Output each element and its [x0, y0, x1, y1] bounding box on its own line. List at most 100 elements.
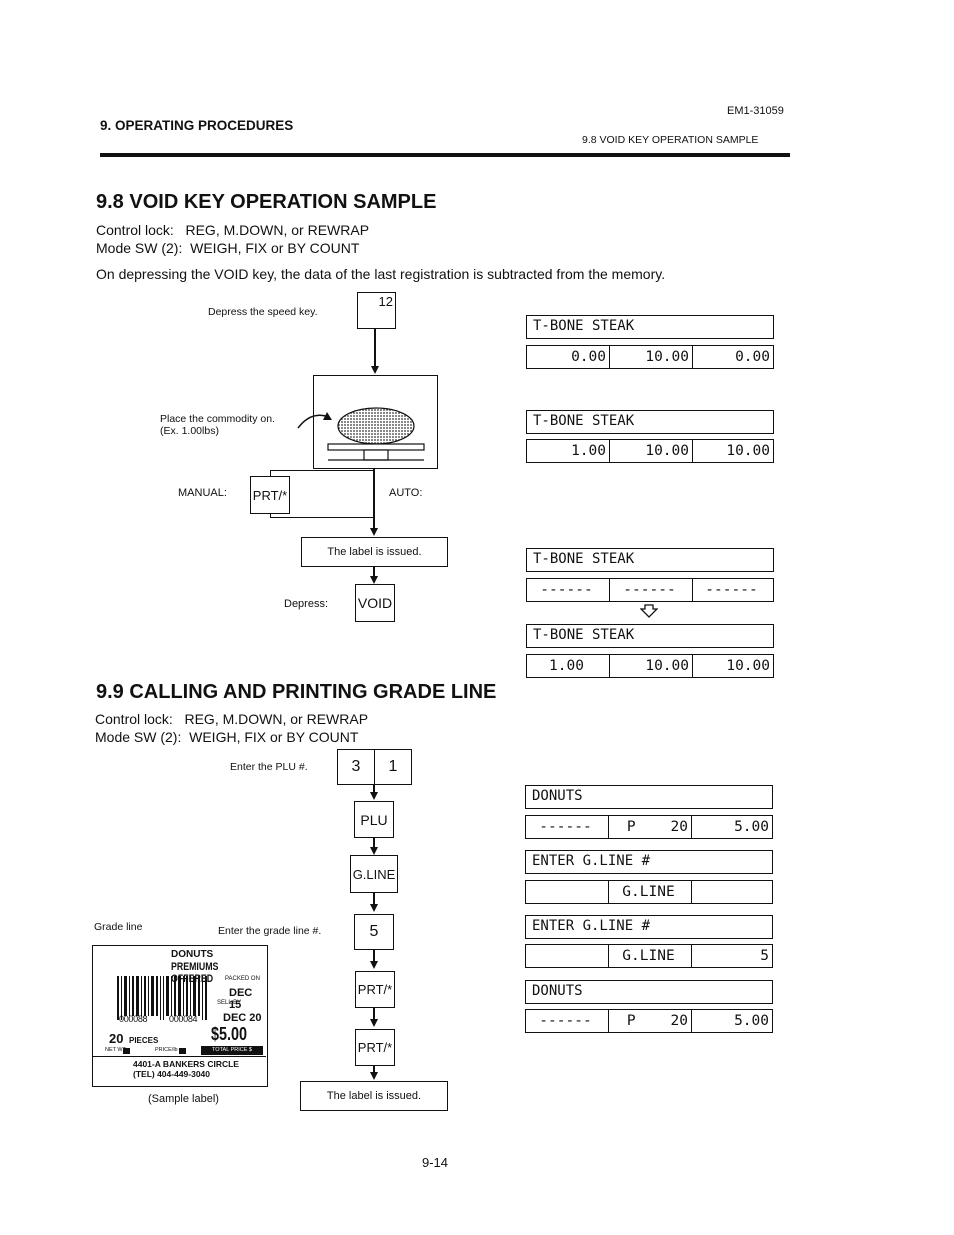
arrow-down-icon	[371, 366, 379, 374]
flow-line	[373, 893, 375, 905]
label-tel: (TEL) 404-449-3040	[133, 1069, 211, 1079]
label-total-price-bar: TOTAL PRICE $	[201, 1046, 263, 1055]
mode-sw-text: Mode SW (2): WEIGH, FIX or BY COUNT	[95, 729, 359, 745]
grade-key: 5	[354, 914, 394, 950]
label-divider	[93, 1056, 266, 1057]
display-name: DONUTS	[525, 785, 773, 809]
arrow-down-icon	[370, 847, 378, 855]
barcode-right-digits: 000084	[169, 1014, 198, 1024]
label-price: $5.00	[211, 1024, 248, 1044]
display-total: 10.00	[726, 443, 770, 459]
page-number: 9-14	[422, 1155, 449, 1170]
display-total: 10.00	[726, 658, 770, 674]
arrow-down-icon	[370, 961, 378, 969]
sample-label: DONUTS PREMIUMS OFFERED 000088 000084 PA…	[92, 945, 268, 1087]
display-values: ------ P 20 5.00	[525, 1009, 773, 1033]
prt-key: PRT/*	[355, 971, 395, 1008]
sample-label-caption: (Sample label)	[148, 1093, 219, 1105]
display-unit-price: 10.00	[610, 346, 693, 368]
arrow-down-icon	[370, 1072, 378, 1080]
label-count: 20	[109, 1031, 124, 1046]
plu-key: PLU	[354, 801, 394, 838]
display-weight	[526, 945, 609, 967]
section-9-9-title: 9.9 CALLING AND PRINTING GRADE LINE	[96, 681, 497, 703]
arrow-down-icon	[370, 904, 378, 912]
chapter-heading: 9. OPERATING PROCEDURES	[100, 118, 294, 133]
label-issued-box: The label is issued.	[300, 1081, 448, 1111]
flow-line	[373, 950, 375, 962]
display-total: 0.00	[735, 349, 770, 365]
step-place-example: (Ex. 1.00lbs)	[160, 425, 219, 437]
prt-key: PRT/*	[250, 476, 290, 514]
barcode-left-digits: 000088	[119, 1014, 148, 1024]
arrow-down-icon	[370, 1019, 378, 1027]
auto-label: AUTO:	[389, 487, 423, 499]
step-enter-plu: Enter the PLU #.	[230, 761, 308, 773]
grade-line-caption: Grade line	[94, 921, 143, 933]
display-total: 5.00	[734, 819, 769, 835]
plu-digit-key: 3	[337, 749, 375, 785]
section-9-8-title: 9.8 VOID KEY OPERATION SAMPLE	[96, 191, 437, 213]
display-unit-price: P 20	[609, 816, 692, 838]
display-total: 5.00	[734, 1013, 769, 1029]
label-address: 4401-A BANKERS CIRCLE	[133, 1059, 239, 1069]
void-key: VOID	[355, 584, 395, 622]
control-lock-text: Control lock: REG, M.DOWN, or REWRAP	[95, 711, 369, 727]
label-sell-date: DEC 20	[223, 1012, 262, 1024]
barcode-icon	[117, 976, 207, 1020]
display-weight: ------	[526, 1010, 609, 1032]
label-net-wt: NET WT	[105, 1047, 126, 1053]
display-weight: ------	[527, 579, 610, 601]
label-issued-box: The label is issued.	[301, 537, 448, 567]
display-weight: 1.00	[527, 440, 610, 462]
step-speed-key: Depress the speed key.	[208, 306, 318, 318]
display-values: 1.00 10.00 10.00	[526, 654, 774, 678]
display-weight: ------	[526, 816, 609, 838]
flow-line	[374, 329, 376, 367]
void-description: On depressing the VOID key, the data of …	[96, 266, 666, 282]
label-packed-date: DEC 15	[229, 987, 253, 1011]
display-name: T-BONE STEAK	[526, 624, 774, 648]
display-name: T-BONE STEAK	[526, 410, 774, 434]
display-values: G.LINE	[525, 880, 773, 904]
step-enter-grade: Enter the grade line #.	[218, 925, 322, 937]
mode-sw-text: Mode SW (2): WEIGH, FIX or BY COUNT	[96, 240, 360, 256]
display-values: ------ P 20 5.00	[525, 815, 773, 839]
depress-label: Depress:	[284, 598, 329, 610]
scale-illustration	[313, 375, 438, 469]
display-values: G.LINE 5	[525, 944, 773, 968]
curved-arrow-icon	[297, 412, 332, 429]
label-price-lb: PRICE/lb	[155, 1047, 178, 1053]
display-weight	[526, 881, 609, 903]
display-name: ENTER G.LINE #	[525, 850, 773, 874]
display-weight: 0.00	[527, 346, 610, 368]
flow-line	[373, 567, 375, 577]
display-unit-price: G.LINE	[609, 881, 692, 903]
document-id: EM1-31059	[727, 105, 784, 117]
display-name: DONUTS	[525, 980, 773, 1004]
display-unit-price: G.LINE	[609, 945, 692, 967]
display-unit-price: 10.00	[610, 440, 693, 462]
label-product-name: DONUTS	[171, 949, 214, 960]
flow-line	[373, 469, 375, 529]
prt-key: PRT/*	[355, 1029, 395, 1066]
control-lock-text: Control lock: REG, M.DOWN, or REWRAP	[96, 222, 370, 238]
step-place-commodity: Place the commodity on.	[160, 413, 275, 425]
label-pieces: PIECES	[129, 1036, 159, 1045]
display-name: T-BONE STEAK	[526, 315, 774, 339]
display-total: 5	[760, 948, 769, 964]
display-values: ------ ------ ------	[526, 578, 774, 602]
display-unit-price: 10.00	[610, 655, 693, 677]
flow-line	[373, 1008, 375, 1020]
speed-key: 12	[357, 292, 396, 329]
down-arrow-outline-icon	[640, 604, 658, 618]
section-header: 9.8 VOID KEY OPERATION SAMPLE	[582, 134, 759, 146]
flow-line	[373, 1066, 375, 1073]
display-values: 1.00 10.00 10.00	[526, 439, 774, 463]
arrow-down-icon	[370, 528, 378, 536]
display-unit-price: P 20	[609, 1010, 692, 1032]
arrow-down-icon	[370, 576, 378, 584]
label-marker	[179, 1048, 186, 1054]
display-name: ENTER G.LINE #	[525, 915, 773, 939]
header-rule	[100, 153, 790, 157]
